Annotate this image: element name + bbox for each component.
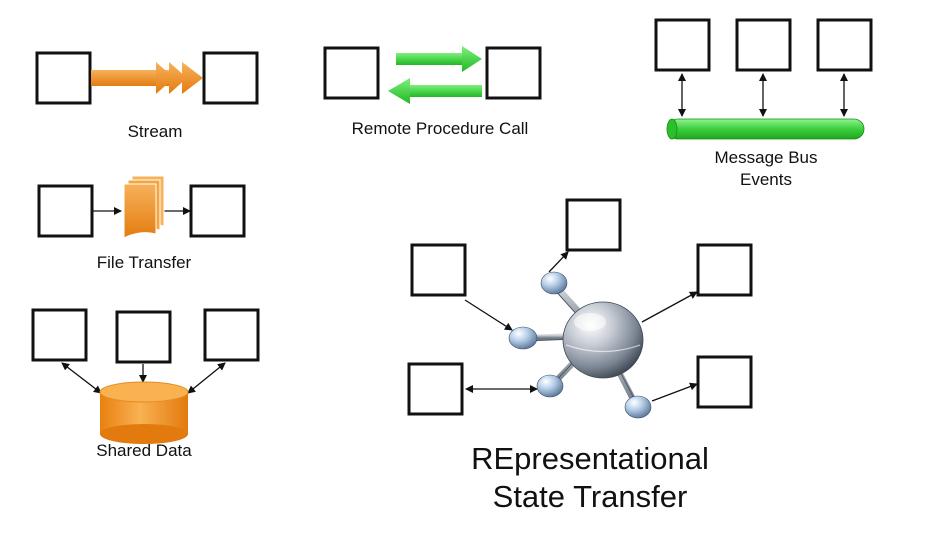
rest-link-2	[548, 251, 569, 273]
file-target-box	[189, 184, 246, 238]
stream-diagram	[35, 51, 259, 105]
shared-link-3	[187, 362, 226, 394]
rest-resource-box-3	[696, 243, 753, 297]
database-cylinder-icon	[99, 381, 189, 444]
bus-client-box-2	[735, 18, 792, 72]
message-bus-label: Message Bus	[714, 148, 818, 167]
bus-client-box-1	[654, 18, 711, 72]
rest-resource-box-1	[410, 243, 467, 297]
stream-target-box	[202, 51, 259, 105]
rest-node-icon	[624, 395, 652, 419]
rest-hub-sphere-icon	[562, 301, 644, 379]
rest-node-icon	[540, 271, 568, 295]
shared-client-box-3	[203, 308, 260, 362]
bus-pipe-icon	[666, 118, 865, 140]
rest-resource-box-5	[696, 355, 753, 409]
stream-arrow-icon	[91, 62, 203, 94]
rest-link-5	[651, 382, 698, 402]
file-source-box	[37, 184, 94, 238]
rest-title-line-2: State Transfer	[492, 479, 688, 514]
rpc-server-box	[485, 46, 542, 100]
rest-node-icon	[536, 374, 564, 398]
rest-link-1	[464, 299, 513, 331]
bus-client-box-3	[816, 18, 873, 72]
file-transfer-label: File Transfer	[96, 253, 192, 272]
rest-diagram	[407, 198, 753, 419]
shared-client-box-1	[31, 308, 88, 362]
stream-source-box	[35, 51, 92, 105]
rpc-response-arrow-icon	[388, 78, 482, 104]
rest-resource-box-2	[565, 198, 622, 252]
events-label: Events	[740, 170, 792, 189]
rpc-diagram	[323, 46, 542, 104]
shared-data-label: Shared Data	[96, 441, 192, 460]
file-transfer-diagram	[37, 175, 246, 239]
shared-link-1	[61, 362, 102, 394]
rpc-label: Remote Procedure Call	[351, 119, 529, 138]
file-stack-icon	[123, 175, 165, 239]
rpc-client-box	[323, 46, 380, 100]
shared-data-diagram	[31, 308, 260, 444]
stream-label: Stream	[127, 122, 183, 141]
rest-resource-box-4	[407, 362, 464, 416]
rpc-request-arrow-icon	[396, 46, 482, 72]
rest-node-icon	[508, 326, 538, 350]
message-bus-diagram	[654, 18, 873, 140]
shared-client-box-2	[115, 310, 172, 364]
rest-link-3	[641, 291, 698, 323]
rest-title-line-1: REpresentational	[471, 441, 709, 476]
